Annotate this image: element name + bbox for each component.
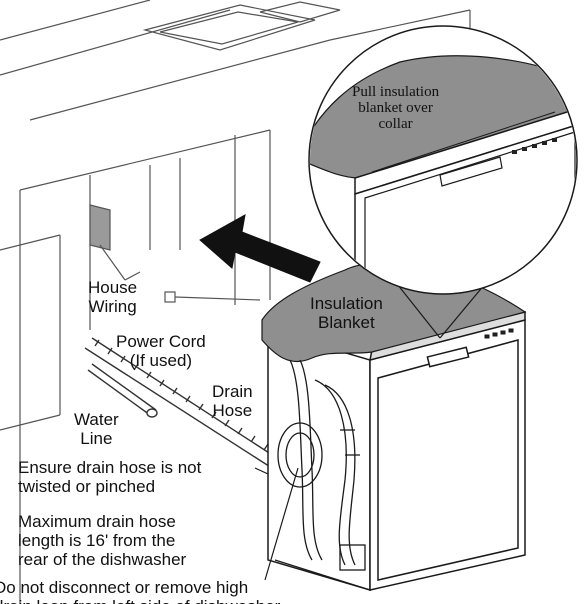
label-power-cord: Power Cord (If used)	[116, 332, 206, 370]
label-pull-insulation: Pull insulation blanket over collar	[352, 84, 439, 132]
magnifier-callout	[300, 26, 580, 300]
label-insulation-blanket: Insulation Blanket	[310, 294, 383, 332]
power-cord-plug	[165, 292, 260, 302]
label-ensure-drain: Ensure drain hose is not twisted or pinc…	[18, 458, 201, 496]
label-house-wiring: House Wiring	[88, 278, 137, 316]
house-wiring-box	[90, 205, 140, 280]
label-water-line: Water Line	[74, 410, 119, 448]
label-do-not-disconnect: Do not disconnect or remove high drain l…	[0, 578, 280, 604]
direction-arrow	[200, 215, 320, 282]
label-max-drain: Maximum drain hose length is 16' from th…	[18, 512, 186, 569]
label-drain-hose: Drain Hose	[212, 382, 253, 420]
